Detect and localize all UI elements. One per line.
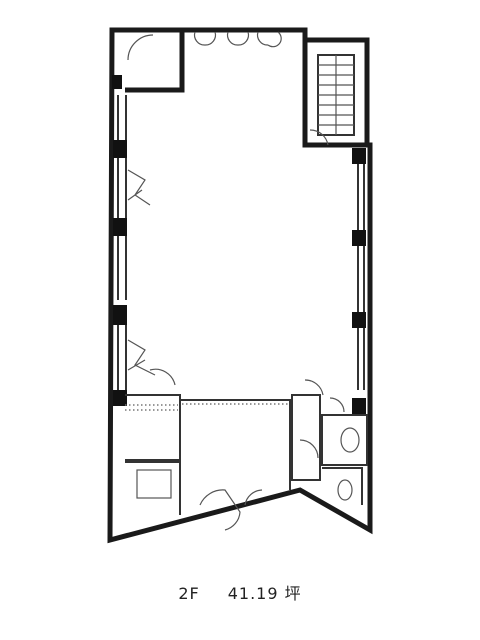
floor-label: 2F (178, 584, 200, 603)
center-partition (180, 399, 291, 490)
top-left-room-door (127, 34, 154, 61)
bottom-right-core (291, 379, 368, 505)
area-unit: 坪 (284, 584, 302, 603)
top-windows (193, 31, 282, 48)
floor-plan-drawing (107, 27, 373, 544)
outer-wall (107, 27, 373, 544)
entrance-door (199, 489, 263, 531)
left-windows (117, 95, 127, 395)
plan-caption: 2F 41.19 坪 (0, 580, 480, 604)
bottom-left-rooms (125, 394, 181, 515)
floor-plan (107, 27, 373, 544)
pillars (112, 75, 366, 414)
stair-core (302, 40, 367, 148)
left-window-sashes (127, 169, 176, 386)
right-windows (357, 160, 365, 390)
area-value: 41.19 (227, 584, 279, 603)
top-left-room-wall (112, 27, 185, 93)
